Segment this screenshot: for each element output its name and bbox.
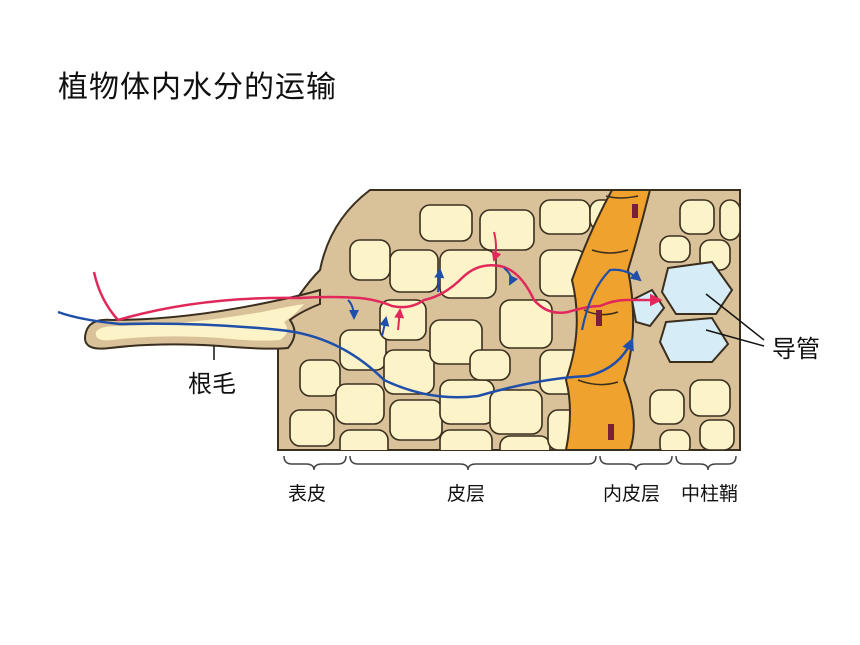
water-path-red <box>92 264 663 322</box>
parenchyma-cell <box>389 399 443 441</box>
parenchyma-cell <box>299 359 341 397</box>
casparian-strip <box>596 204 638 440</box>
vessel-leader-lines <box>705 293 765 347</box>
page-title: 植物体内水分的运输 <box>58 70 337 105</box>
vessel-label: 导管 <box>772 335 820 363</box>
epidermis-label: 表皮 <box>288 483 326 505</box>
parenchyma-cell <box>659 235 691 263</box>
parenchyma-cell <box>439 379 495 425</box>
parenchyma-cell <box>689 379 731 417</box>
parenchyma-cell <box>339 429 389 450</box>
pericycle-label: 中柱鞘 <box>681 483 738 505</box>
parenchyma-cell <box>429 319 483 365</box>
endodermis-band <box>564 190 652 450</box>
parenchyma-cell <box>339 329 387 371</box>
parenchyma-cell <box>469 349 511 381</box>
water-path-blue <box>57 310 634 399</box>
parenchyma-cell <box>539 199 591 235</box>
parenchyma-cell <box>389 249 439 293</box>
root-hair <box>84 288 321 350</box>
layer-braces <box>283 455 737 471</box>
parenchyma-cell <box>679 199 715 235</box>
parenchyma-cell <box>719 199 740 241</box>
parenchyma-cell <box>499 299 553 349</box>
parenchyma-cell <box>479 209 535 251</box>
parenchyma-cell <box>289 409 335 447</box>
parenchyma-cell <box>349 239 391 281</box>
parenchyma-cell <box>699 419 735 450</box>
cortex-label: 皮层 <box>447 483 485 505</box>
parenchyma-cell <box>383 349 435 395</box>
parenchyma-cell <box>489 389 543 435</box>
parenchyma-cell <box>439 429 493 450</box>
endodermis-label: 内皮层 <box>603 483 660 505</box>
parenchyma-cell <box>335 383 385 425</box>
parenchyma-cell <box>419 204 473 242</box>
root-hair-label: 根毛 <box>188 370 236 398</box>
parenchyma-cell <box>659 429 691 450</box>
flow-arrows <box>347 231 519 337</box>
parenchyma-cell <box>649 389 685 425</box>
parenchyma-cell <box>499 435 551 450</box>
